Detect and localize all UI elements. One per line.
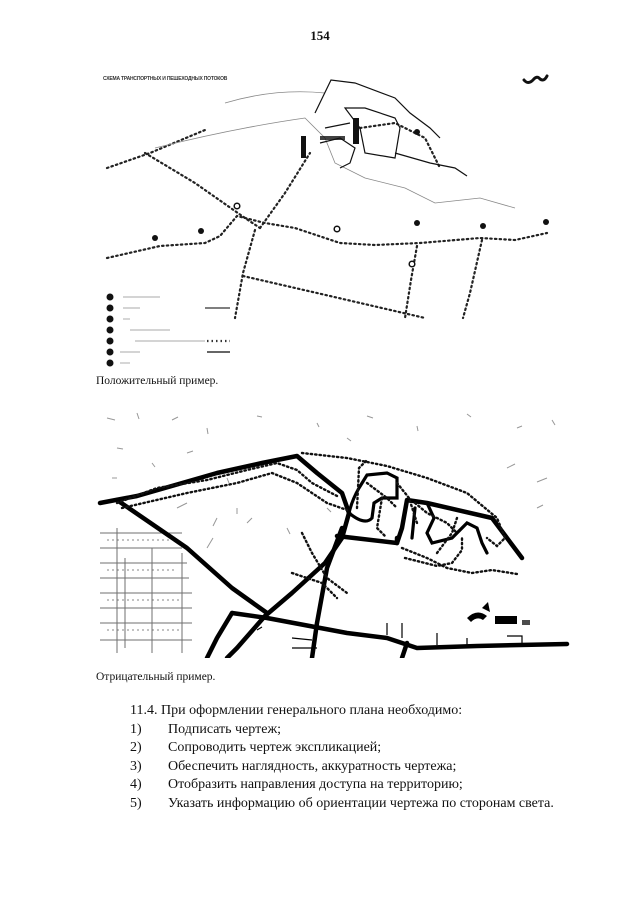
list-number: 1) bbox=[130, 721, 142, 737]
list-text: Указать информацию об ориентации чертежа… bbox=[168, 795, 554, 811]
legend bbox=[106, 293, 114, 367]
section-heading: 11.4. При оформлении генерального плана … bbox=[130, 703, 463, 718]
list-number: 2) bbox=[130, 740, 142, 755]
site-plan-drawing bbox=[97, 412, 570, 661]
list-number: 4) bbox=[130, 777, 142, 792]
caption-positive-example: Положительный пример. bbox=[96, 375, 219, 387]
list-text: Отобразить направления доступа на террит… bbox=[168, 777, 463, 792]
figure-negative-example bbox=[97, 408, 572, 661]
list-number: 3) bbox=[130, 758, 142, 774]
list-item: 2) Сопроводить чертеж экспликацией; bbox=[130, 739, 610, 758]
section-11-4: 11.4. При оформлении генерального плана … bbox=[130, 702, 610, 813]
caption-negative-example: Отрицательный пример. bbox=[96, 671, 216, 683]
list-text: Обеспечить наглядность, аккуратность чер… bbox=[168, 758, 457, 774]
page-number: 154 bbox=[310, 28, 330, 43]
requirements-list: 1) Подписать чертеж; 2) Сопроводить чертеж… bbox=[130, 721, 610, 814]
list-text: Сопроводить чертеж экспликацией; bbox=[168, 740, 382, 755]
figure-positive-example: СХЕМА ТРАНСПОРТНЫХ И ПЕШЕХОДНЫХ ПОТОКОВ bbox=[95, 68, 570, 373]
figure-title: СХЕМА ТРАНСПОРТНЫХ И ПЕШЕХОДНЫХ ПОТОКОВ bbox=[103, 76, 228, 82]
list-text: Подписать чертеж; bbox=[168, 721, 282, 737]
list-item: 3) Обеспечить наглядность, аккуратность ч… bbox=[130, 758, 610, 777]
list-item: 5) Указать информацию об ориентации черте… bbox=[130, 795, 610, 814]
list-item: 1) Подписать чертеж; bbox=[130, 721, 610, 740]
north-arrow-icon bbox=[522, 74, 549, 84]
list-number: 5) bbox=[130, 795, 142, 811]
list-item: 4) Отобразить направления доступа на терр… bbox=[130, 776, 610, 795]
transport-scheme-drawing bbox=[105, 79, 549, 367]
